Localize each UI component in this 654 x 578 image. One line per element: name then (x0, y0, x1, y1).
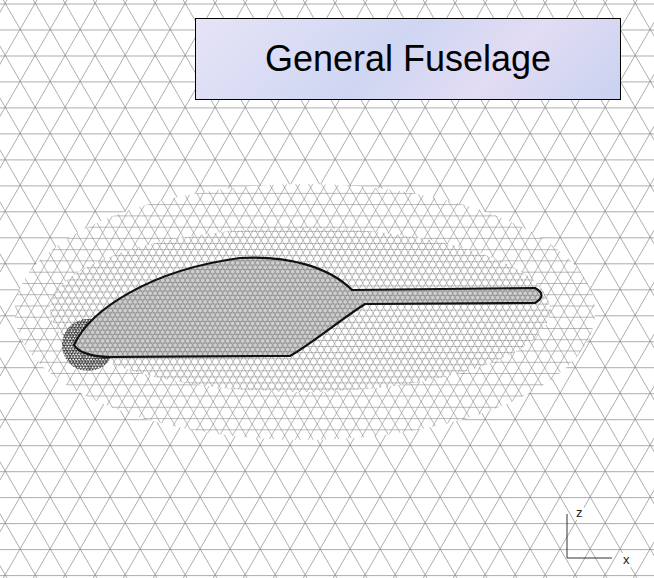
title-box: General Fuselage (195, 18, 621, 100)
title-text: General Fuselage (265, 38, 551, 80)
axis-label: z (575, 506, 584, 520)
axis-label: x (622, 553, 631, 567)
fuselage-outline (74, 258, 542, 357)
axis-triad (567, 514, 612, 558)
fuselage-fill (74, 258, 542, 357)
